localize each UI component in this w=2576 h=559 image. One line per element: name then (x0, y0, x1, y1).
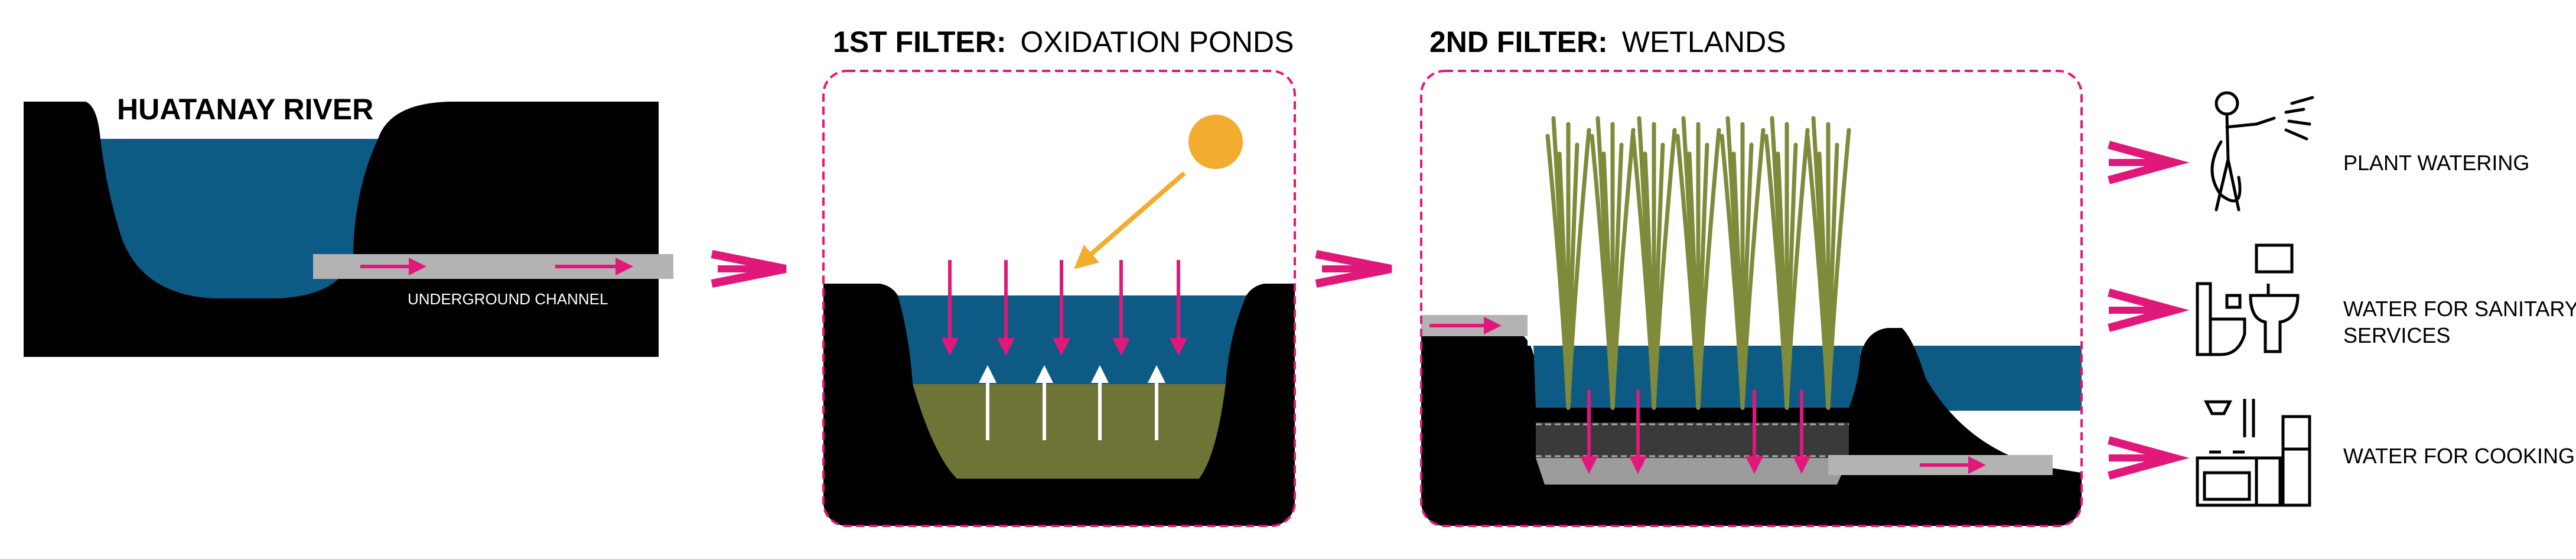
reed-clump (1590, 116, 1636, 410)
filter2-heading: 2ND FILTER: WETLANDS (1429, 25, 1786, 58)
use-cooking-label: WATER FOR COOKING (2343, 444, 2575, 468)
reed-clump (1675, 116, 1721, 410)
river-water (100, 139, 378, 298)
filter2-prefix: 2ND FILTER: (1429, 25, 1608, 58)
filter2-name: WETLANDS (1622, 25, 1786, 58)
sediment-arrows-up (979, 365, 1165, 440)
flow-arrow-to-filter2 (1315, 250, 1392, 288)
river-panel: HUATANAY RIVER UNDERGROUND CHANNEL (24, 93, 673, 357)
oxidation-pond-panel (823, 115, 1295, 526)
use-arrow-sanitary (2108, 288, 2190, 332)
filter1-frame (822, 70, 1296, 527)
use-plant-watering-label: PLANT WATERING (2343, 151, 2529, 175)
toilet-sink-icon (2196, 243, 2300, 356)
filtration-arrows (1580, 390, 1810, 474)
wetland-panel (1421, 116, 2082, 526)
river-title: HUATANAY RIVER (117, 93, 373, 126)
reed-clump (1631, 116, 1677, 410)
use-sanitary-label: WATER FOR SANITARY SERVICES (2343, 297, 2576, 347)
filter1-prefix: 1ST FILTER: (833, 25, 1007, 58)
gardener-hose-icon (2210, 91, 2314, 212)
oxygen-arrows-down (941, 260, 1187, 356)
kitchen-icon (2196, 399, 2311, 507)
pond-sediment (913, 384, 1226, 479)
flow-arrow-to-filter1 (711, 250, 787, 288)
use-arrow-plant (2108, 141, 2190, 184)
reed-clump (1719, 116, 1766, 410)
pond-water (898, 295, 1246, 384)
collection-basin (1536, 458, 1849, 485)
sun-ray-arrow (1073, 171, 1186, 269)
reeds (1545, 116, 1851, 410)
reed-clump (1545, 116, 1591, 410)
filter2-frame (1420, 70, 2083, 527)
underground-channel-label: UNDERGROUND CHANNEL (408, 290, 608, 308)
reed-clump (1764, 116, 1810, 410)
filter1-heading: 1ST FILTER: OXIDATION PONDS (833, 25, 1294, 58)
reed-clump (1805, 116, 1851, 410)
sun-icon (1188, 115, 1243, 169)
filter1-name: OXIDATION PONDS (1020, 25, 1294, 58)
use-arrow-cooking (2108, 436, 2190, 480)
use-arrows (2108, 141, 2190, 480)
